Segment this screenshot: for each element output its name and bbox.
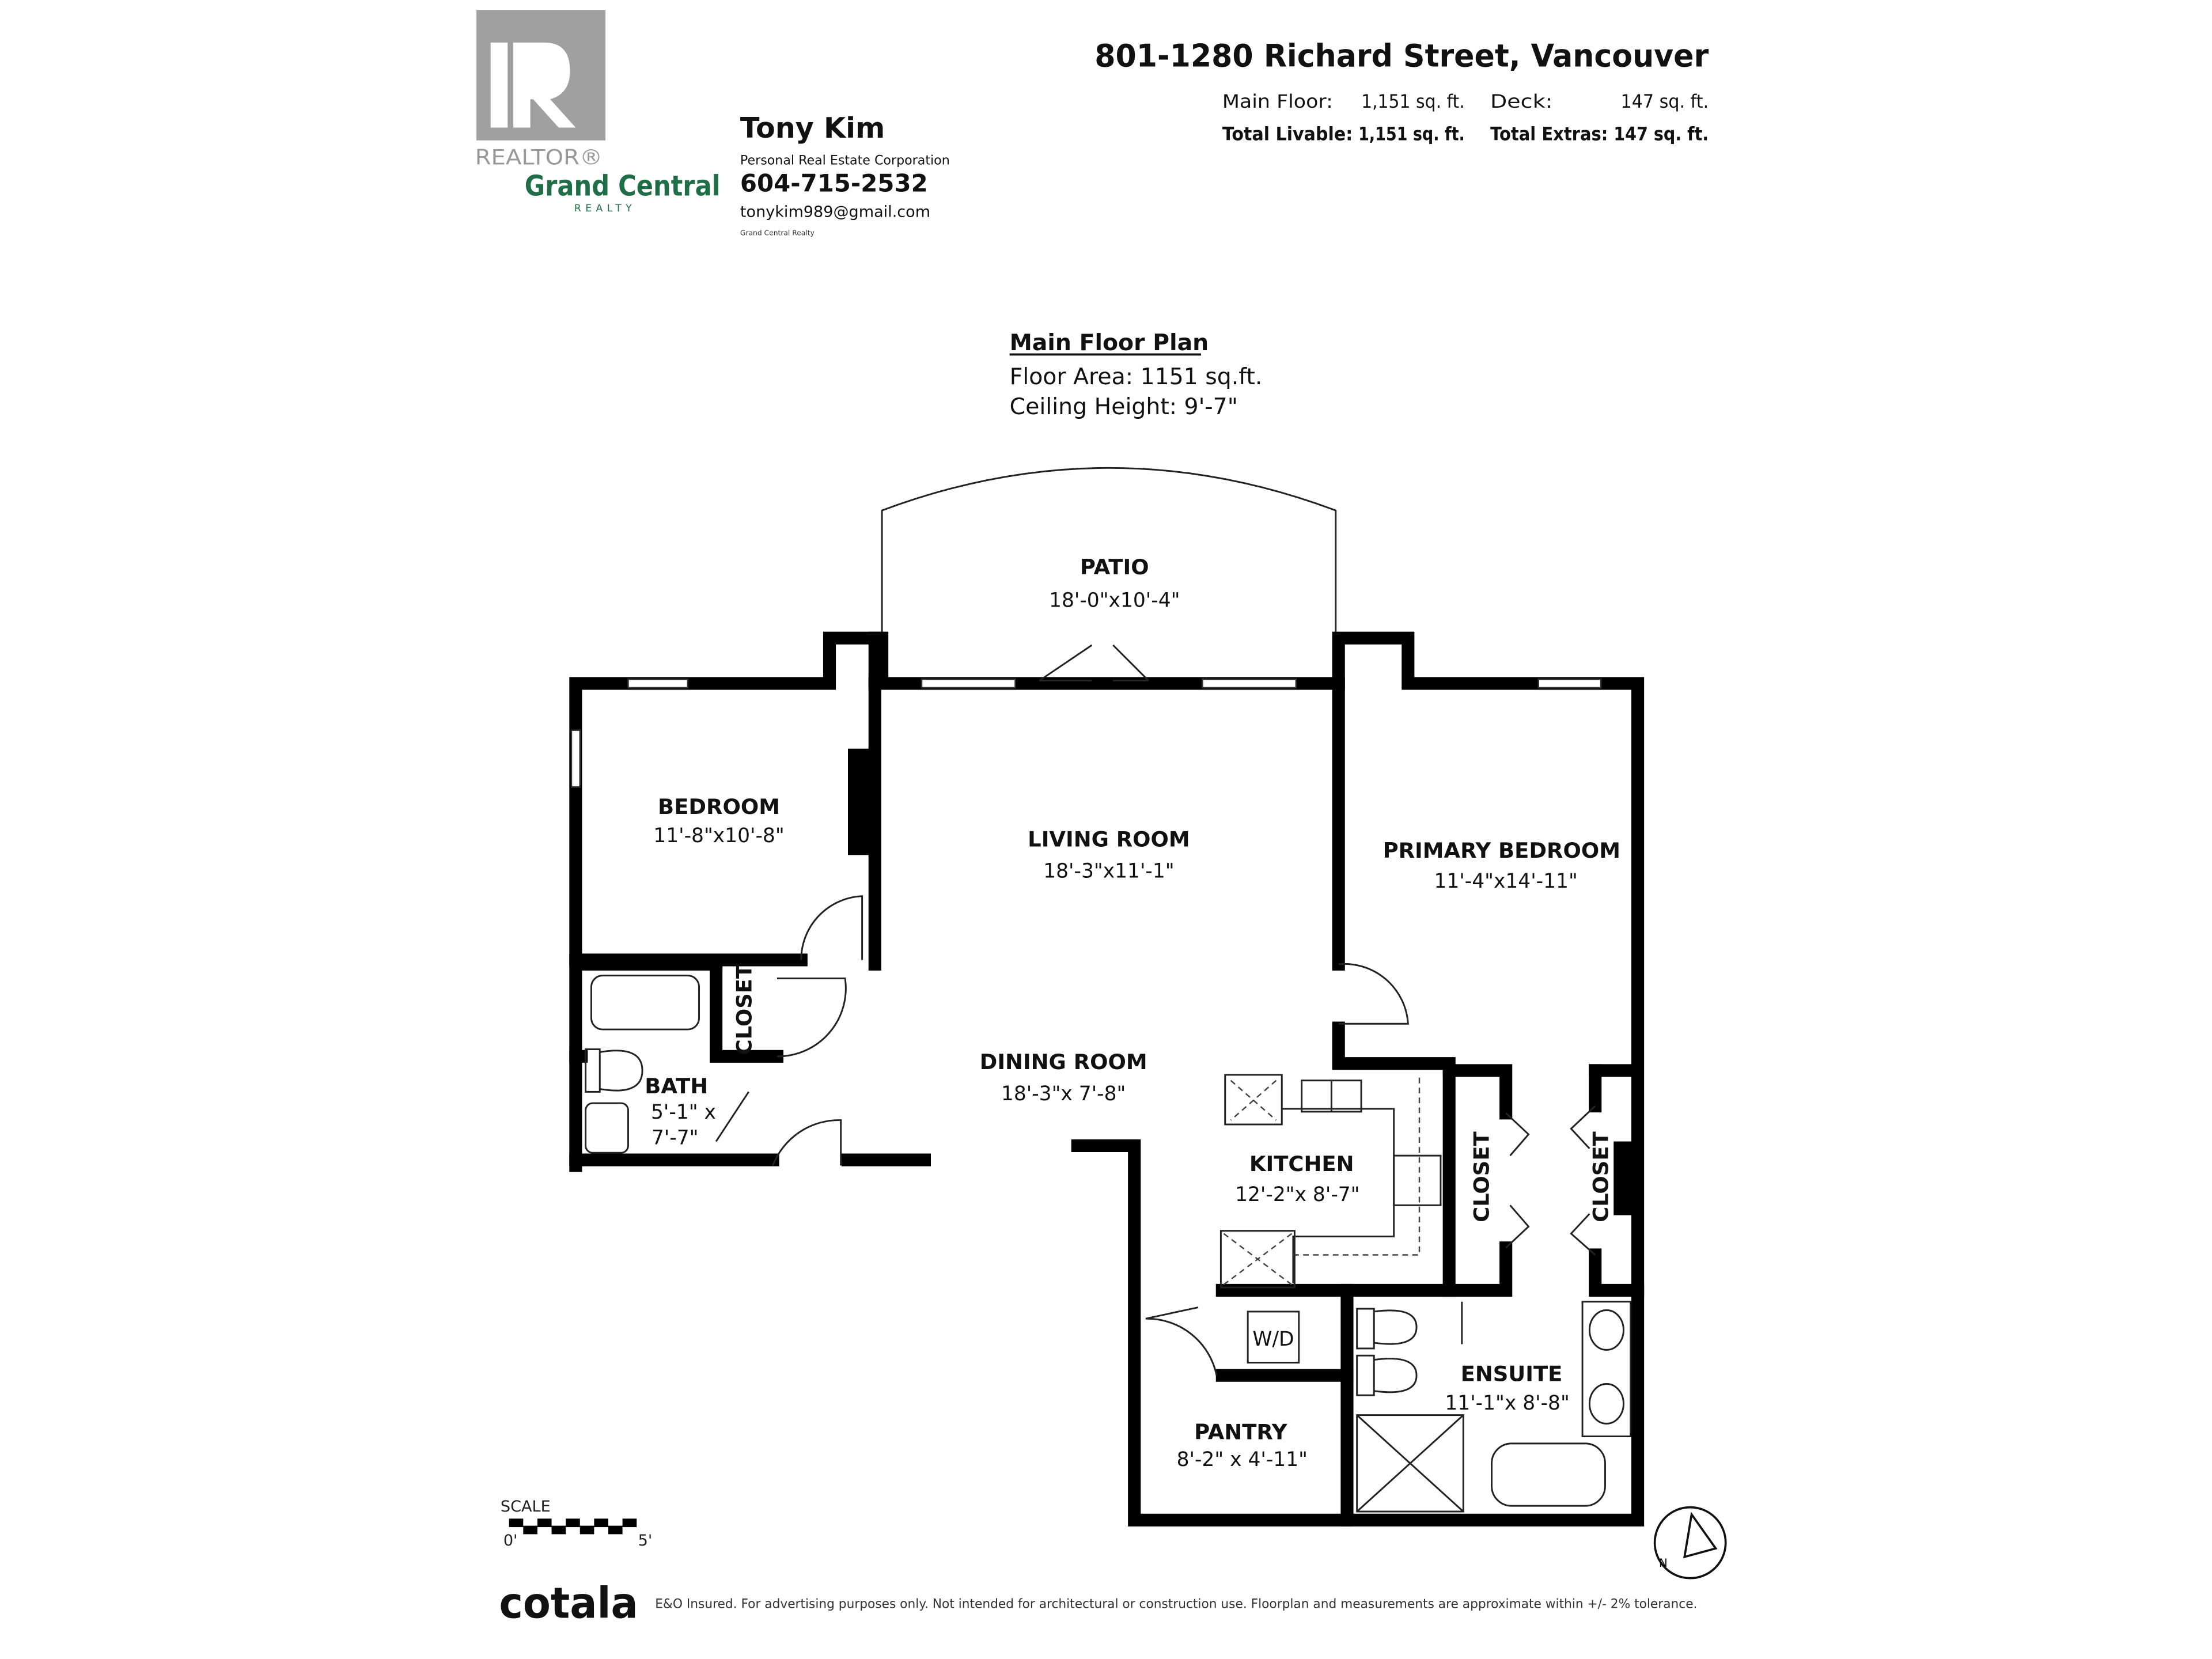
patio-outline	[881, 467, 1337, 638]
room-dims-dining: 18'-3"x 7'-8"	[1001, 1082, 1126, 1105]
room-name-patio: PATIO	[1080, 555, 1149, 579]
room-name-primary-bedroom: PRIMARY BEDROOM	[1383, 838, 1620, 863]
room-name-ensuite: ENSUITE	[1461, 1362, 1563, 1387]
room-name-living: LIVING ROOM	[1028, 827, 1190, 852]
ceiling-height: Ceiling Height: 9'-7"	[1010, 393, 1238, 420]
north-arrow-icon: N	[1653, 1506, 1727, 1580]
cotala-logo: cotala	[499, 1579, 638, 1628]
room-dims-bath: 5'-1" x	[651, 1101, 716, 1124]
floor-area: Floor Area: 1151 sq.ft.	[1010, 363, 1263, 390]
room-dims-living: 18'-3"x11'-1"	[1043, 860, 1174, 883]
walls	[569, 631, 1645, 1527]
room-dims-bath-2: 7'-7"	[652, 1126, 699, 1149]
room-dims-bedroom: 11'-8"x10'-8"	[653, 824, 784, 847]
doors	[715, 644, 1596, 1376]
address: 801-1280 Richard Street, Vancouver	[1094, 38, 1709, 74]
plan-title: Main Floor Plan	[1010, 329, 1209, 356]
room-dims-kitchen: 12'-2"x 8'-7"	[1235, 1183, 1359, 1206]
wd-label: W/D	[1252, 1328, 1294, 1351]
agent-email[interactable]: tonykim989@gmail.com	[740, 203, 930, 221]
agent-brokerage: Grand Central Realty	[740, 229, 815, 237]
room-name-dining: DINING ROOM	[980, 1050, 1147, 1074]
room-labels: PATIO 18'-0"x10'-4" BEDROOM 11'-8"x10'-8…	[645, 555, 1620, 1471]
realtor-logo: REALTOR® Grand Central REALTY	[475, 10, 721, 214]
closet-label-primary-1: CLOSET	[1469, 1131, 1494, 1222]
plan-info: Main Floor Plan Floor Area: 1151 sq.ft. …	[1010, 329, 1263, 420]
total-livable-value: 1,151 sq. ft.	[1358, 123, 1465, 145]
agent-card: Tony Kim Personal Real Estate Corporatio…	[740, 111, 950, 237]
main-floor-value: 1,151 sq. ft.	[1361, 90, 1465, 112]
closet-label-hall: CLOSET	[732, 964, 757, 1055]
disclaimer: E&O Insured. For advertising purposes on…	[655, 1596, 1697, 1611]
agent-phone[interactable]: 604-715-2532	[740, 169, 928, 197]
scale-max: 5'	[638, 1532, 653, 1550]
svg-text:N: N	[1659, 1556, 1668, 1570]
agent-name: Tony Kim	[740, 111, 885, 145]
room-name-bath: BATH	[645, 1074, 708, 1099]
room-name-bedroom: BEDROOM	[658, 794, 780, 819]
scale-label: SCALE	[501, 1498, 551, 1516]
brokerage-logo-text: Grand Central	[525, 169, 721, 203]
room-dims-ensuite: 11'-1"x 8'-8"	[1445, 1392, 1569, 1415]
room-dims-primary-bedroom: 11'-4"x14'-11"	[1434, 870, 1577, 893]
washer-dryer	[1247, 1310, 1300, 1364]
scale-min: 0'	[503, 1532, 518, 1550]
fixtures: W/D	[585, 975, 1632, 1513]
deck-label: Deck:	[1490, 90, 1552, 112]
total-extras-label: Total Extras:	[1490, 123, 1608, 145]
main-floor-label: Main Floor:	[1222, 90, 1333, 112]
agent-title: Personal Real Estate Corporation	[740, 153, 950, 168]
brokerage-logo-sub: REALTY	[574, 203, 636, 214]
windows	[570, 678, 1602, 788]
total-extras-value: 147 sq. ft.	[1613, 123, 1709, 145]
room-dims-pantry: 8'-2" x 4'-11"	[1177, 1448, 1308, 1471]
total-livable-label: Total Livable:	[1222, 123, 1353, 145]
scale-bar: SCALE 0' 5'	[501, 1498, 652, 1550]
realtor-text: REALTOR®	[475, 145, 603, 170]
room-name-kitchen: KITCHEN	[1249, 1152, 1354, 1176]
room-dims-patio: 18'-0"x10'-4"	[1049, 589, 1180, 612]
property-header: 801-1280 Richard Street, Vancouver Main …	[1094, 38, 1709, 145]
closet-label-primary-2: CLOSET	[1588, 1131, 1613, 1222]
room-name-pantry: PANTRY	[1194, 1419, 1288, 1444]
deck-value: 147 sq. ft.	[1621, 90, 1709, 112]
footer: cotala E&O Insured. For advertising purp…	[499, 1579, 1697, 1628]
